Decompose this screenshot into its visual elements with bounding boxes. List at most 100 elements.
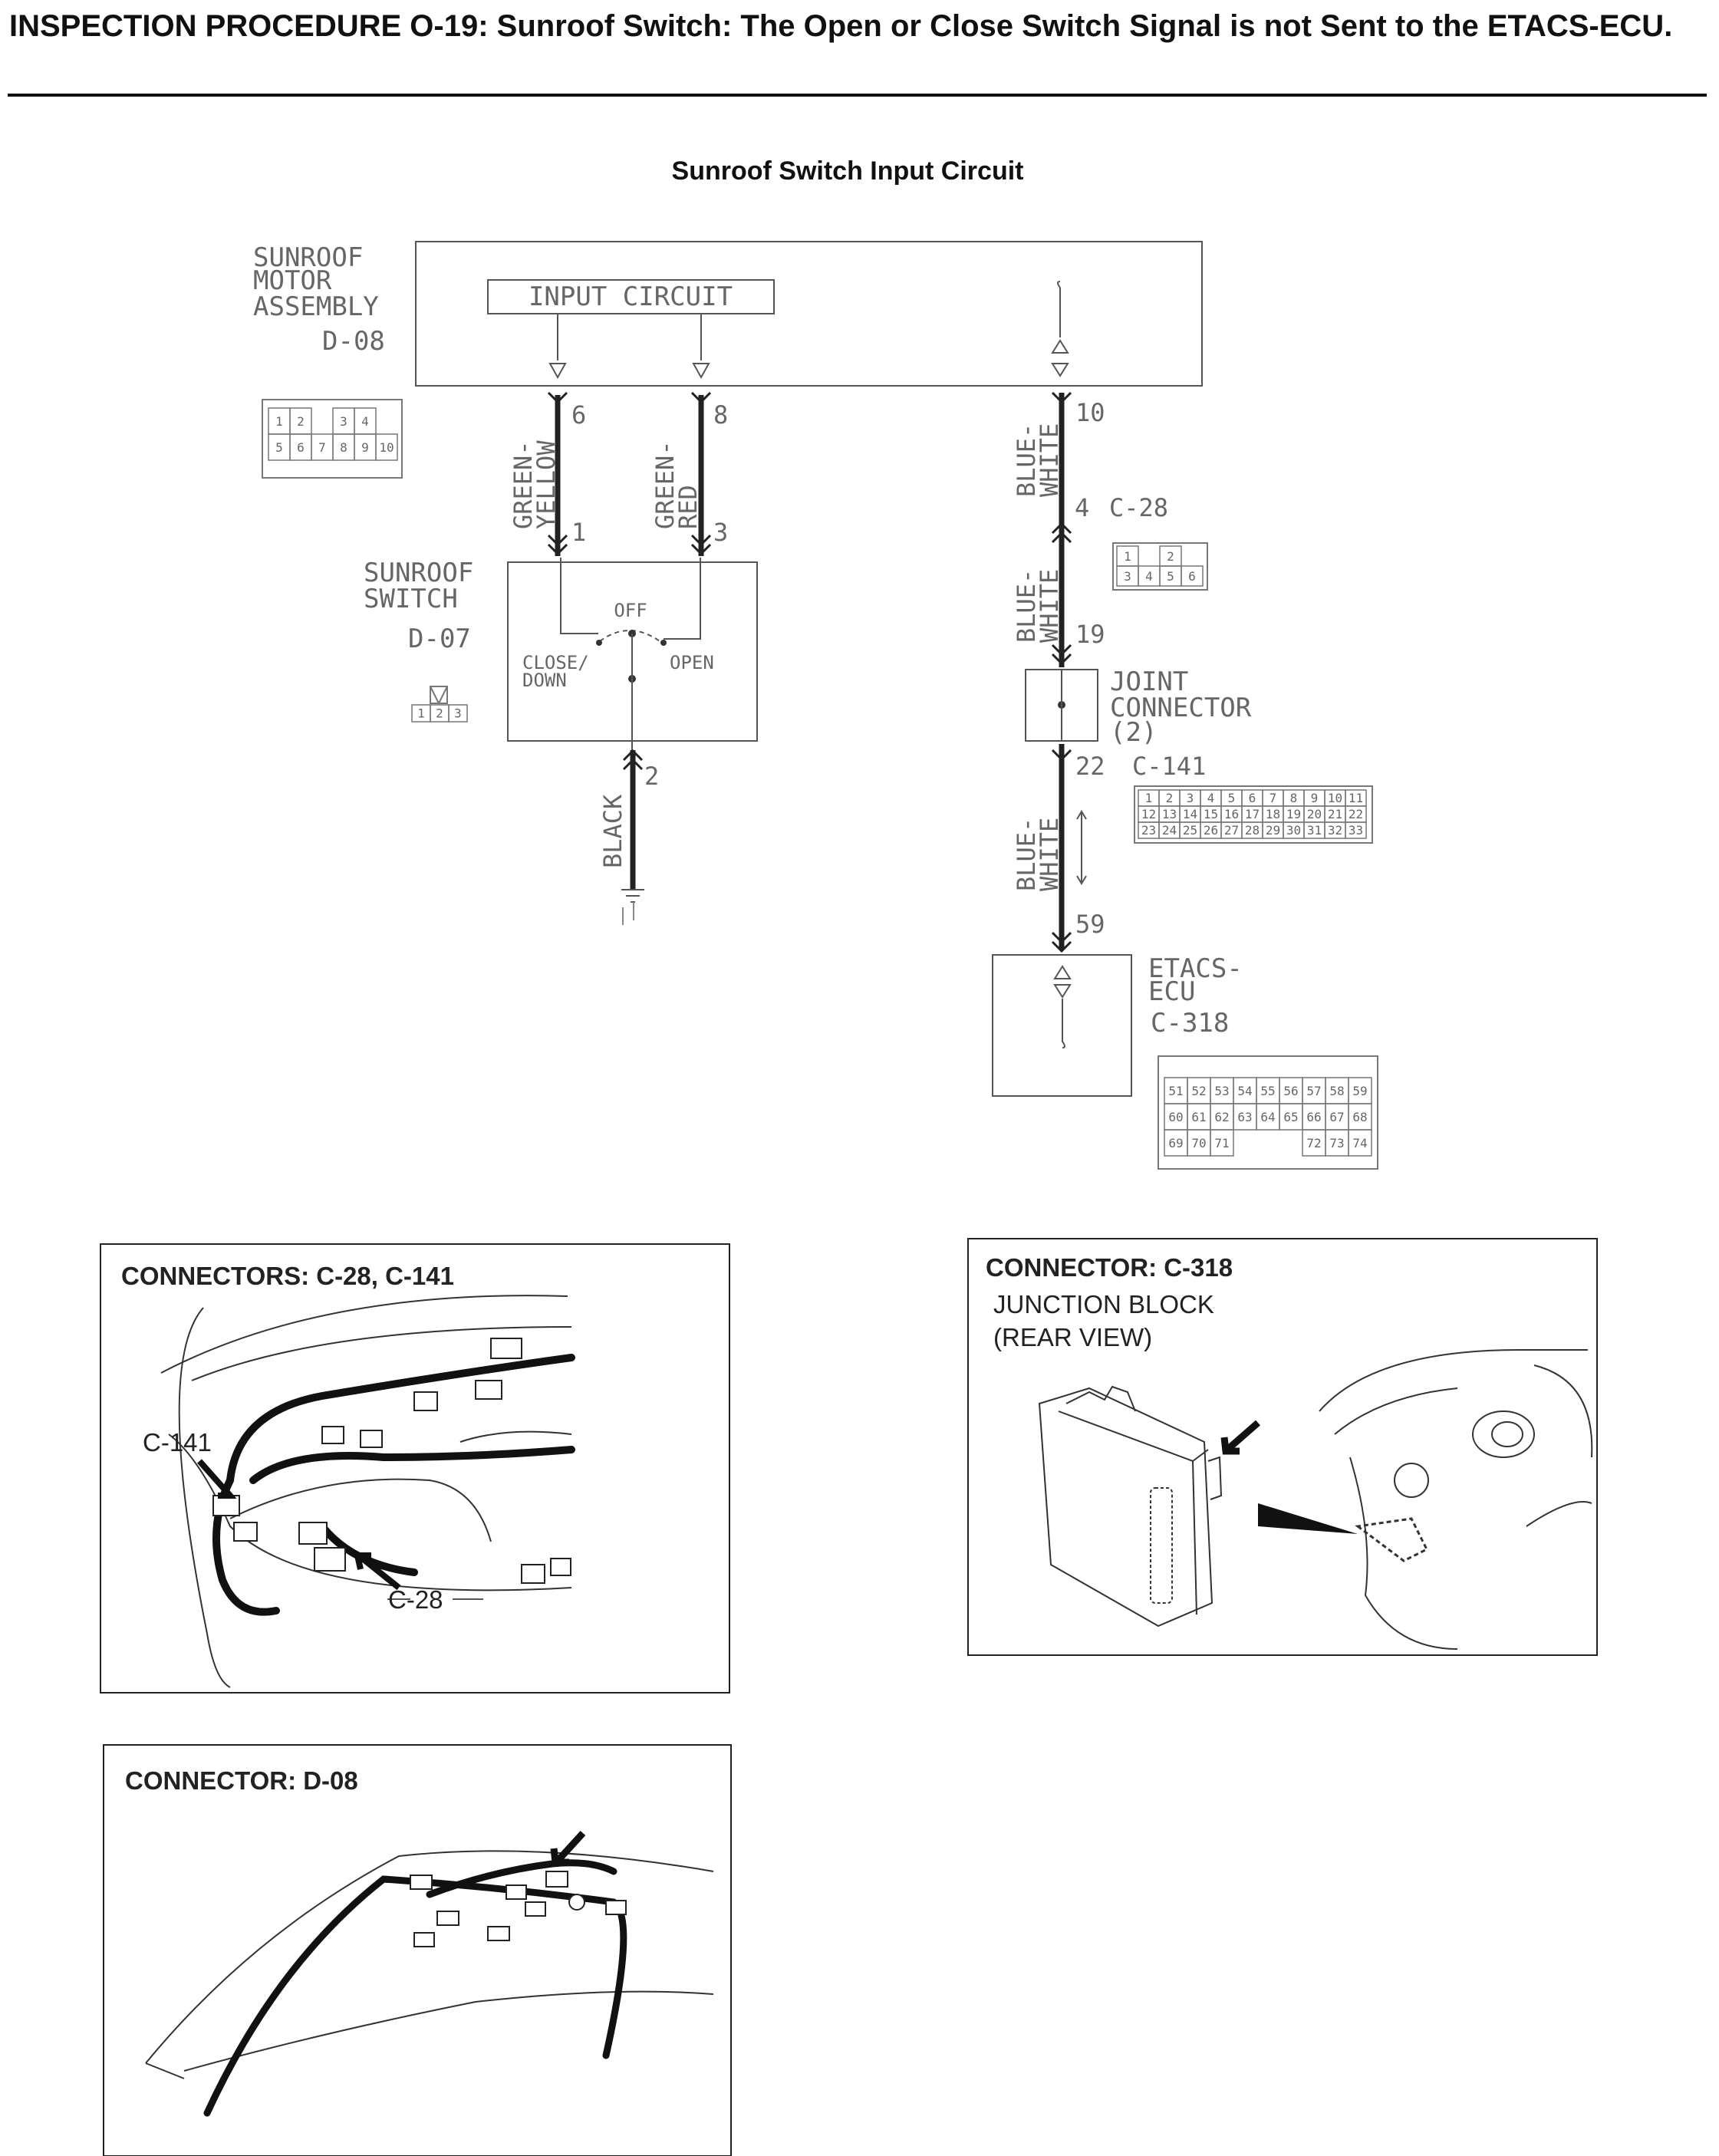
motor-name-3: ASSEMBLY <box>253 291 379 322</box>
switch-code: D-07 <box>408 624 471 654</box>
pin-4-c28: 4 <box>1075 493 1089 522</box>
c28-cell <box>1181 565 1204 587</box>
panel-connectors-c28-c141: CONNECTORS: C-28, C-141 <box>100 1243 730 1694</box>
c318-pin-64: 64 <box>1260 1110 1275 1124</box>
pin-6: 6 <box>571 400 586 430</box>
c28-pin-5: 5 <box>1167 569 1174 584</box>
d08-cell <box>375 433 398 461</box>
c141-pin-22: 22 <box>1349 807 1363 821</box>
switch-close-label-2: DOWN <box>522 670 567 691</box>
c141-code: C-141 <box>1132 752 1206 781</box>
motor-name-2: MOTOR <box>253 265 332 296</box>
panel-c318-title: CONNECTOR: C-318 <box>986 1253 1233 1282</box>
c141-pin-31: 31 <box>1307 823 1322 838</box>
c141-pin-18: 18 <box>1266 807 1280 821</box>
c318-pin-71: 71 <box>1214 1136 1229 1150</box>
panel-connector-d08: CONNECTOR: D-08 <box>103 1744 732 2156</box>
pin-10: 10 <box>1075 398 1105 427</box>
wire-color-blue-white-lower-2: WHITE <box>1035 818 1064 891</box>
d08-pin-10: 10 <box>379 440 394 455</box>
c318-pin-63: 63 <box>1237 1110 1252 1124</box>
c141-pin-26: 26 <box>1204 823 1218 838</box>
arrow-c141-icon <box>197 1459 237 1499</box>
c141-pin-27: 27 <box>1224 823 1239 838</box>
roof-illustration <box>145 1850 714 2079</box>
motor-name-1: SUNROOF <box>253 242 363 273</box>
pin-3: 3 <box>713 518 728 547</box>
d08-pin-4: 4 <box>361 414 369 429</box>
c318-pin-65: 65 <box>1283 1110 1298 1124</box>
c318-pin-60: 60 <box>1168 1110 1183 1124</box>
c318-pin-55: 55 <box>1260 1084 1275 1098</box>
c141-cell <box>1345 821 1367 839</box>
c141-pin-10: 10 <box>1328 791 1342 805</box>
c318-pin-54: 54 <box>1237 1084 1252 1098</box>
arrow-d08-icon <box>550 1830 586 1866</box>
c141-pin-25: 25 <box>1183 823 1197 838</box>
c318-pin-57: 57 <box>1306 1084 1321 1098</box>
c141-pin-2: 2 <box>1166 791 1174 805</box>
arrow-junction-block-icon <box>1220 1420 1260 1455</box>
panel-d08-title: CONNECTOR: D-08 <box>125 1766 358 1795</box>
c318-pin-59: 59 <box>1352 1084 1367 1098</box>
c141-pin-19: 19 <box>1286 807 1301 821</box>
c28-pin-2: 2 <box>1167 549 1174 564</box>
panel-c318-caption-1: JUNCTION BLOCK <box>993 1290 1214 1318</box>
c318-pin-52: 52 <box>1191 1084 1206 1098</box>
label-c28: C-28 <box>388 1585 443 1614</box>
pin-2: 2 <box>644 762 659 791</box>
etacs-name-1: ETACS- <box>1148 953 1243 984</box>
c28-pin-6: 6 <box>1188 569 1196 584</box>
c318-pin-74: 74 <box>1352 1136 1367 1150</box>
c141-pin-20: 20 <box>1307 807 1322 821</box>
c318-cell <box>1348 1129 1372 1157</box>
d08-pin-3: 3 <box>340 414 347 429</box>
pin-8: 8 <box>713 400 728 430</box>
c318-pin-53: 53 <box>1214 1084 1229 1098</box>
pin-1: 1 <box>571 518 586 547</box>
dashboard-illustration <box>160 1295 572 1688</box>
pin-59: 59 <box>1075 910 1105 939</box>
etacs-ecu-box <box>992 954 1132 1097</box>
arrow-c28-icon <box>354 1552 401 1591</box>
d08-pin-5: 5 <box>275 440 283 455</box>
view-pointer-icon <box>1258 1503 1358 1534</box>
c141-pin-7: 7 <box>1269 791 1277 805</box>
c318-cell <box>1210 1129 1234 1157</box>
c141-pin-14: 14 <box>1183 807 1197 821</box>
pin-22: 22 <box>1075 752 1105 781</box>
d07-pin-3: 3 <box>454 706 462 720</box>
c141-pin-4: 4 <box>1207 791 1215 805</box>
c141-pin-21: 21 <box>1328 807 1342 821</box>
input-circuit-label: INPUT CIRCUIT <box>529 281 733 312</box>
d08-pin-6: 6 <box>297 440 305 455</box>
wire-harness-illustration <box>212 1354 575 1616</box>
dashboard-view-illustration <box>1319 1349 1593 1650</box>
schematic: SUNROOF MOTOR ASSEMBLY D-08 INPUT CIRCUI… <box>253 241 1378 1170</box>
switch-name-2: SWITCH <box>364 584 458 614</box>
wire-color-blue-white-mid-1: BLUE- <box>1012 569 1041 643</box>
c318-pin-67: 67 <box>1329 1110 1344 1124</box>
c141-pin-24: 24 <box>1162 823 1177 838</box>
wire-color-blue-white-mid-2: WHITE <box>1035 569 1064 643</box>
d07-pin-2: 2 <box>436 706 443 720</box>
c141-pin-23: 23 <box>1141 823 1156 838</box>
c318-cell <box>1279 1130 1302 1156</box>
c28-pin-1: 1 <box>1124 549 1131 564</box>
c318-pin-70: 70 <box>1191 1136 1206 1150</box>
c141-pin-8: 8 <box>1290 791 1298 805</box>
c318-pin-73: 73 <box>1329 1136 1344 1150</box>
etacs-name-2: ECU <box>1148 976 1195 1007</box>
wire-color-blue-white-upper-2: WHITE <box>1035 423 1064 497</box>
c318-cell <box>1256 1130 1279 1156</box>
input-circuit-box <box>487 279 775 314</box>
c318-pin-72: 72 <box>1306 1136 1321 1150</box>
wire-color-green-yellow-1: GREEN- <box>509 440 538 529</box>
d08-pin-7: 7 <box>318 440 326 455</box>
c318-pin-56: 56 <box>1283 1084 1298 1098</box>
d08-pin-8: 8 <box>340 440 347 455</box>
c141-pin-6: 6 <box>1249 791 1256 805</box>
pin-19: 19 <box>1075 620 1105 649</box>
